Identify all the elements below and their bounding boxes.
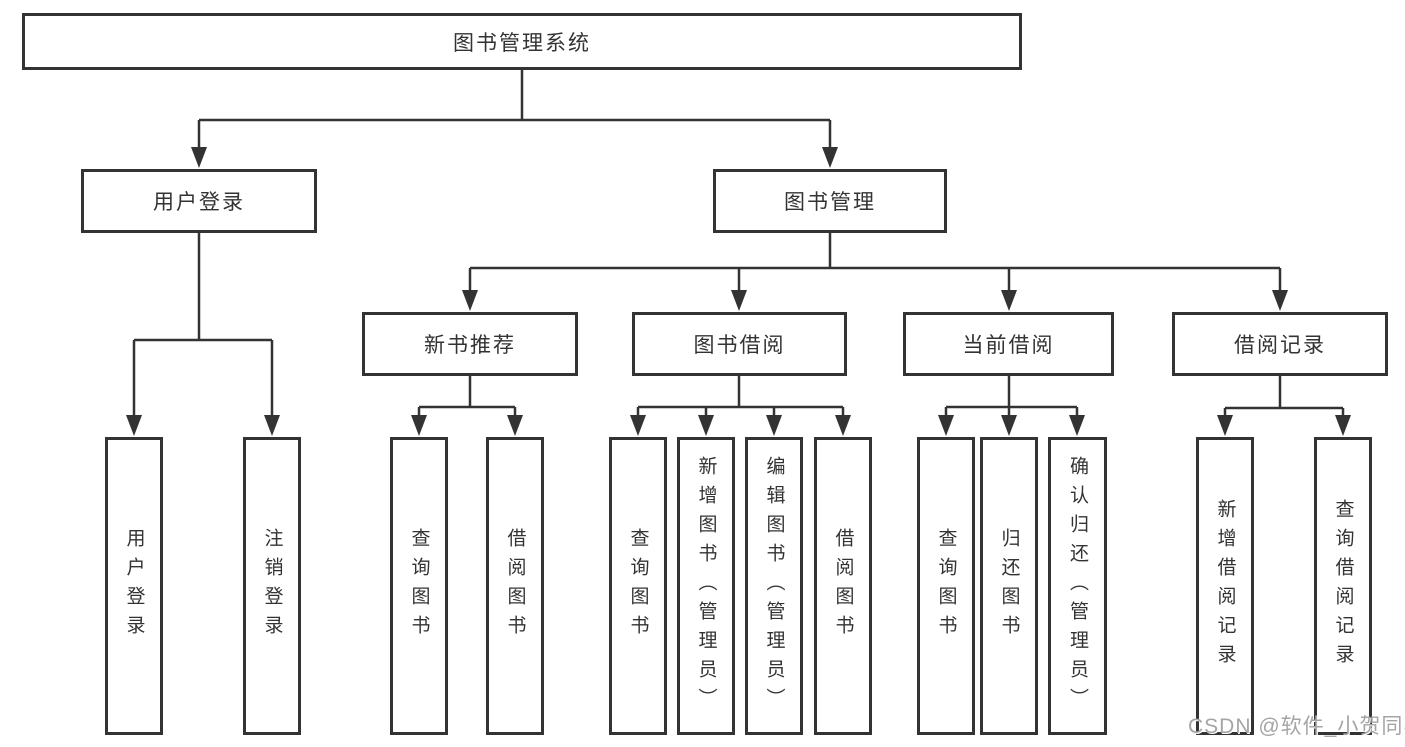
leaf-query-borrow-record: 查询借阅记录 [1314, 437, 1372, 735]
node-book-management: 图书管理 [713, 169, 947, 233]
leaf-borrow-book-newbook: 借阅图书 [486, 437, 544, 735]
node-label: 查询图书 [935, 528, 957, 644]
node-label: 注销登录 [261, 528, 283, 644]
node-label: 当前借阅 [962, 334, 1055, 357]
node-label: 编辑图书（管理员） [763, 455, 785, 717]
node-label: 新增借阅记录 [1214, 499, 1236, 673]
leaf-add-borrow-record: 新增借阅记录 [1196, 437, 1254, 735]
node-label: 图书管理系统 [453, 31, 591, 55]
node-label: 查询图书 [408, 528, 430, 644]
csdn-watermark: CSDN @软件_小贺同学 [1188, 715, 1405, 738]
leaf-return-book: 归还图书 [980, 437, 1038, 735]
node-label: 新增图书（管理员） [695, 455, 717, 717]
node-label: 借阅图书 [504, 528, 526, 644]
leaf-query-book-borrow: 查询图书 [609, 437, 667, 735]
node-label: 图书管理 [784, 191, 876, 214]
node-label: 新书推荐 [424, 334, 516, 357]
node-label: 借阅图书 [832, 528, 854, 644]
leaf-add-book-admin: 新增图书（管理员） [677, 437, 735, 735]
node-new-book-recommend: 新书推荐 [362, 312, 578, 376]
node-label: 借阅记录 [1234, 334, 1326, 357]
node-label: 用户登录 [123, 528, 145, 644]
leaf-borrow-book-borrow: 借阅图书 [814, 437, 872, 735]
leaf-edit-book-admin: 编辑图书（管理员） [745, 437, 803, 735]
arrowheads [126, 147, 1351, 436]
node-label: 图书借阅 [693, 334, 786, 357]
node-label: 用户登录 [153, 191, 245, 214]
leaf-query-book-current: 查询图书 [917, 437, 975, 735]
node-label: 归还图书 [998, 528, 1020, 644]
node-book-borrow: 图书借阅 [632, 312, 847, 376]
node-label: 查询图书 [627, 528, 649, 644]
leaf-logout-login: 注销登录 [243, 437, 301, 735]
node-user-login: 用户登录 [81, 169, 317, 233]
node-library-management-system: 图书管理系统 [22, 13, 1022, 70]
leaf-user-login: 用户登录 [105, 437, 163, 735]
node-borrow-records: 借阅记录 [1172, 312, 1388, 376]
connector-path [132, 70, 1345, 418]
node-label: 确认归还（管理员） [1067, 455, 1088, 717]
leaf-query-book-newbook: 查询图书 [390, 437, 448, 735]
node-label: 查询借阅记录 [1332, 499, 1354, 673]
leaf-confirm-return-admin: 确认归还（管理员） [1048, 437, 1107, 735]
node-current-borrow: 当前借阅 [903, 312, 1114, 376]
